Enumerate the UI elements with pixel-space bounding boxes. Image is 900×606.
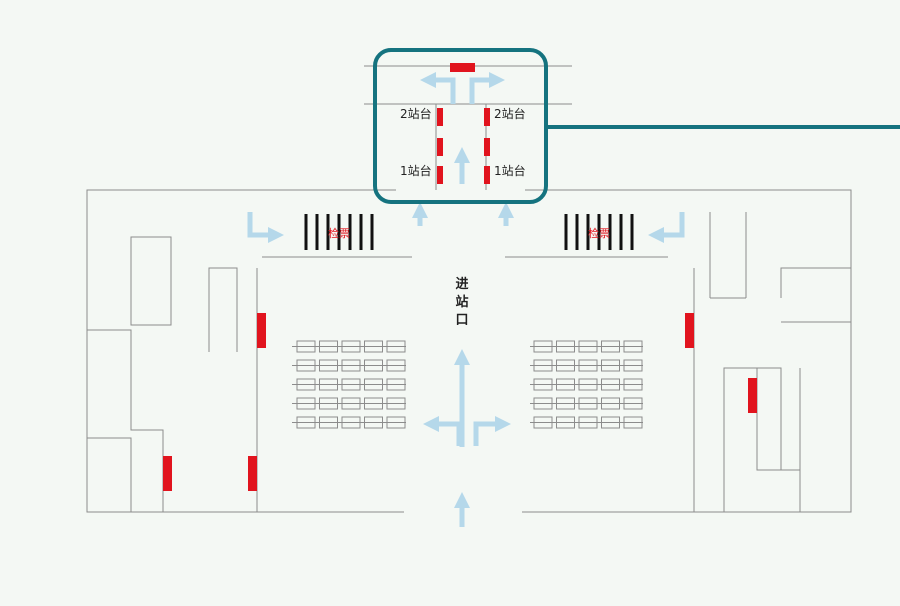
seating-area-left [292,340,406,429]
marker-platform-left-2 [437,138,443,156]
marker-platform-right-2 [484,138,490,156]
ticket-gate-left: 检票 [304,214,374,250]
flow-arrows [247,71,685,527]
arrow-turn-right-icon [247,212,285,244]
ticket-gate-label-right: 检票 [588,226,610,240]
floor-plan-walls [86,65,852,513]
platform-1-label-left: 1站台 [400,163,432,178]
marker-hall-right-2 [748,378,757,413]
arrow-turn-left-icon [422,415,462,446]
marker-platform-right-3 [484,166,490,184]
marker-hall-left-3 [248,456,257,491]
arrow-turn-right-icon [473,415,512,446]
marker-hall-left-2 [163,456,172,491]
entrance-char-1: 进 [455,277,468,292]
seating-area-right [530,340,643,429]
marker-hall-left-1 [257,313,266,348]
entrance-char-3: 口 [455,313,468,328]
ticket-gate-label-left: 检票 [328,226,350,240]
arrow-turn-right-icon [469,71,506,104]
entrance-char-2: 站 [455,294,468,310]
marker-platform-top [450,63,475,72]
platform-2-label-left: 2站台 [400,106,432,121]
red-markers [163,63,757,491]
marker-platform-left-3 [437,166,443,184]
entrance-label: 进 站 口 [455,277,468,328]
arrow-turn-left-icon [419,71,456,104]
ticket-gate-right: 检票 [564,214,634,250]
marker-platform-left-1 [437,108,443,126]
platform-1-label-right: 1站台 [494,163,526,178]
platform-2-label-right: 2站台 [494,106,526,121]
arrow-turn-left-icon [647,212,685,244]
marker-platform-right-1 [484,108,490,126]
marker-hall-right-1 [685,313,694,348]
